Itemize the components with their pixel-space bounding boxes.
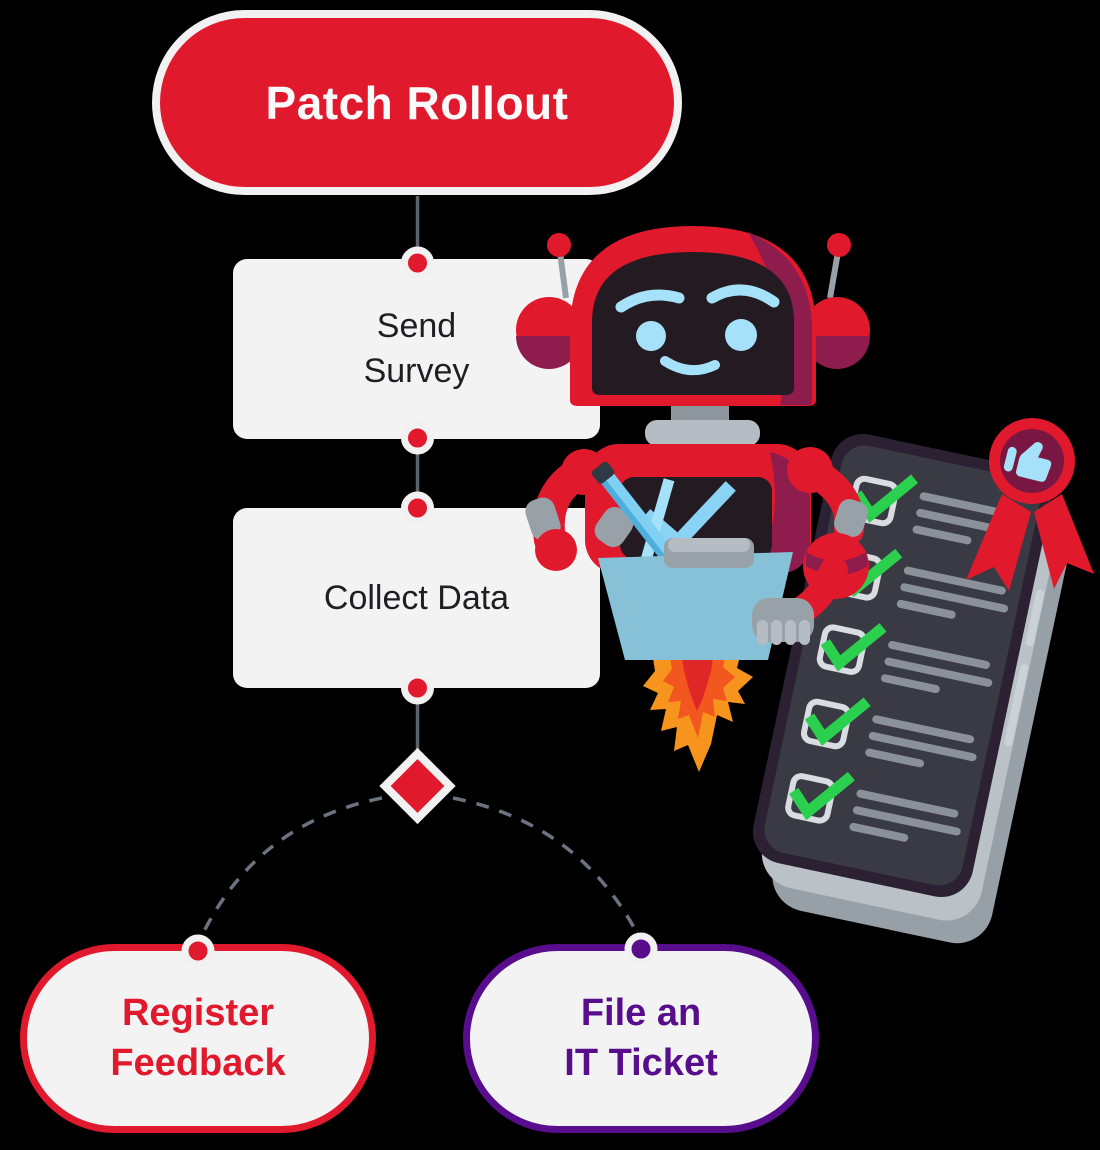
eye-left (636, 321, 666, 351)
finger (757, 620, 768, 645)
phone-side-button (1004, 663, 1029, 747)
check-icon (804, 697, 871, 746)
connector-dot (181, 934, 215, 968)
eye-right (725, 319, 757, 351)
elbow-ball (535, 529, 577, 571)
text-line (849, 822, 909, 842)
text-line (865, 748, 925, 768)
robot-mascot-illustration (516, 226, 870, 772)
text-line (912, 525, 972, 545)
badge-ribbon-right (1034, 494, 1094, 589)
antenna-stem (827, 251, 841, 299)
outcome-label: File an IT Ticket (564, 992, 718, 1084)
award-badge (966, 418, 1094, 591)
eyebrow-right (706, 284, 780, 308)
start-label: Patch Rollout (265, 76, 569, 129)
finger (785, 620, 796, 645)
text-line (896, 599, 956, 619)
flow-node-register-feedback: Register Feedback (20, 944, 376, 1133)
dashed-branch-left (196, 796, 383, 945)
arm-joint (834, 499, 868, 537)
clipboard-clip-highlight (668, 538, 750, 552)
robot-face (615, 284, 780, 376)
eyebrow-left (615, 289, 685, 313)
smile (660, 356, 720, 376)
check-icon (789, 771, 855, 821)
outcome-label: Register Feedback (110, 992, 286, 1084)
clipboard-board (598, 552, 793, 660)
checklist-row (816, 623, 993, 694)
antenna-stem (557, 251, 569, 299)
text-line (868, 731, 977, 762)
robot-head (570, 226, 816, 406)
text-line (884, 657, 993, 687)
phone-side-button (1025, 589, 1044, 647)
text-line (880, 674, 940, 694)
robot-hand-right (752, 598, 814, 645)
checklist-row (848, 474, 1024, 545)
robot-left-arm (525, 454, 634, 571)
text-line (903, 566, 1006, 595)
badge-ribbon-left (966, 494, 1031, 591)
head-shading (748, 232, 812, 405)
connector-dot (401, 491, 434, 525)
checklist-row (800, 697, 977, 768)
rocket-flame-icon (643, 652, 753, 772)
flame-core (681, 652, 714, 711)
pen (591, 461, 674, 560)
text-line (852, 806, 961, 836)
dashed-branch-right (452, 796, 643, 942)
antenna-ball (827, 233, 851, 257)
robot-antennas (547, 233, 851, 299)
step-label: Collect Data (323, 578, 510, 617)
thumbs-up-icon (1003, 442, 1052, 482)
checklist-row (785, 771, 961, 842)
connector-dot (401, 421, 434, 455)
check-icon (852, 474, 919, 523)
flow-node-collect-data: Collect Data (233, 508, 600, 688)
finger (799, 620, 810, 645)
flow-node-start: Patch Rollout (152, 10, 682, 195)
flow-node-file-it-ticket: File an IT Ticket (463, 944, 819, 1133)
connector-dot-purple (624, 932, 658, 966)
pens-icon (591, 461, 675, 563)
decision-diamond (379, 747, 456, 825)
text-line (888, 640, 990, 669)
step-label: Send Survey (363, 307, 470, 390)
clipboard (598, 538, 793, 660)
text-line (856, 789, 959, 818)
antenna-ball (547, 233, 571, 257)
finger (771, 620, 782, 645)
text-line (872, 715, 975, 744)
connector-dot (401, 246, 434, 280)
connector-dot (401, 671, 434, 705)
hand-left (594, 506, 634, 548)
robot-ears (516, 297, 870, 369)
check-icon (820, 623, 887, 672)
text-line (900, 583, 1009, 613)
